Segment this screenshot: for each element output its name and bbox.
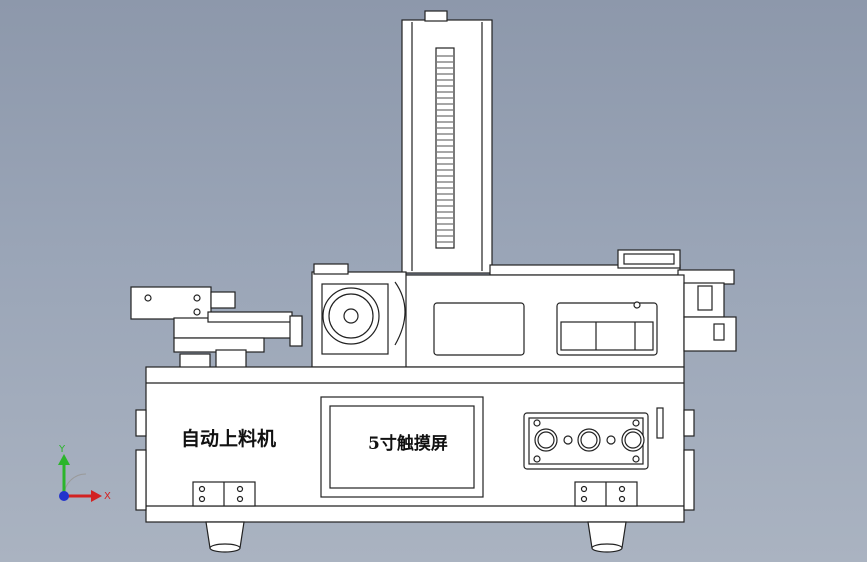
foot-right (587, 521, 627, 553)
x-axis-head (91, 490, 102, 502)
magazine-tower (401, 10, 493, 274)
magazine-slots (437, 55, 453, 243)
z-axis-origin (59, 491, 69, 501)
hinge-right (574, 481, 638, 507)
foot-left (205, 521, 245, 553)
screen-label: 5寸触摸屏 (368, 433, 448, 454)
orientation-triad: Y X (58, 444, 111, 502)
right-bracket (683, 282, 737, 352)
control-panel (523, 407, 664, 470)
machine-name-label: 自动上料机 (181, 427, 276, 450)
gripper-assembly (130, 286, 303, 369)
x-axis-label: X (104, 491, 111, 502)
auto-feeder-model (130, 10, 737, 553)
y-axis-head (58, 454, 70, 465)
touch-screen (320, 396, 484, 498)
y-axis-label: Y (58, 444, 66, 455)
upper-frame (399, 274, 685, 368)
rotary-mount (311, 263, 407, 368)
hinge-left (192, 481, 256, 507)
